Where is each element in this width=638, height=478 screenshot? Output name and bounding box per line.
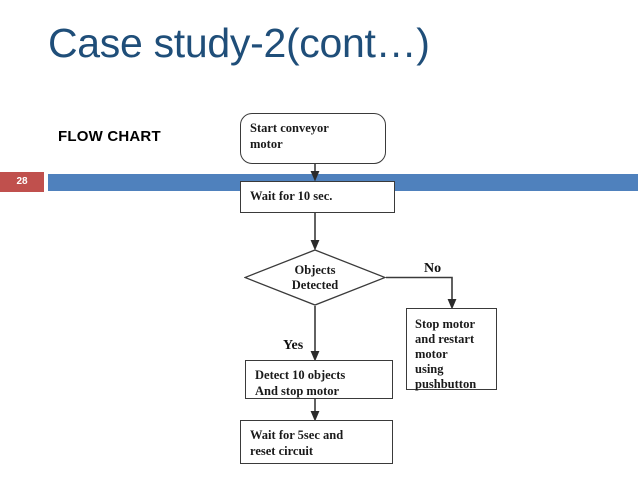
flowchart-node-wait-5sec-reset-circuit: Wait for 5sec and reset circuit (240, 420, 393, 464)
diamond-shape-icon (244, 249, 386, 306)
page-title: Case study-2(cont…) (48, 20, 430, 66)
flowchart-branch-label-no: No (424, 261, 442, 276)
flowchart-node-wait-10-sec: Wait for 10 sec. (240, 181, 395, 213)
flowchart-node-detect-10-objects: Detect 10 objects And stop motor (245, 360, 393, 399)
flowchart-node-objects-detected-decision: Objects Detected (244, 249, 386, 306)
flowchart-branch-label-yes: Yes (283, 338, 304, 353)
flowchart-node-stop-motor-and-restart: Stop motor and restart motor using pushb… (406, 308, 497, 391)
slide-number-badge: 28 (0, 172, 44, 192)
flowchart-node-start-conveyor-motor: Start conveyor motor (240, 113, 386, 164)
section-heading-flow-chart: FLOW CHART (58, 128, 161, 145)
